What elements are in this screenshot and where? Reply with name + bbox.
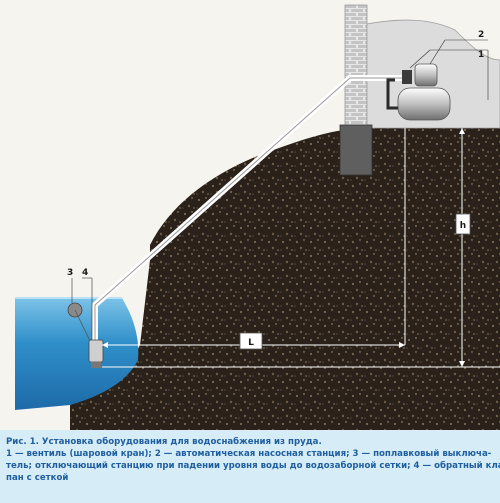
brick-wall xyxy=(344,4,368,126)
label-2: 2 xyxy=(478,30,484,40)
label-L: L xyxy=(248,338,254,348)
ball-valve xyxy=(402,70,412,84)
check-valve xyxy=(88,339,104,363)
soil-hill xyxy=(150,122,500,430)
caption-title: Рис. 1. Установка оборудования для водос… xyxy=(6,437,322,447)
caption-line: тель; отключающий станцию при падении ур… xyxy=(6,461,500,471)
pond-water xyxy=(15,298,139,410)
label-3: 3 xyxy=(67,268,73,278)
caption-line: 1 — вентиль (шаровой кран); 2 — автомати… xyxy=(6,449,492,459)
foundation-block xyxy=(339,124,373,176)
figure-caption: Рис. 1. Установка оборудования для водос… xyxy=(0,430,500,503)
pump-motor xyxy=(414,63,438,87)
pressure-pipe xyxy=(386,78,398,110)
soil-under-water xyxy=(70,260,150,430)
installation-diagram: L h 2 1 3 4 xyxy=(0,0,500,430)
label-h: h xyxy=(460,221,466,231)
label-4: 4 xyxy=(82,268,88,278)
label-1: 1 xyxy=(478,50,484,60)
caption-line: пан с сеткой xyxy=(6,473,69,483)
pump-tank xyxy=(397,87,451,121)
